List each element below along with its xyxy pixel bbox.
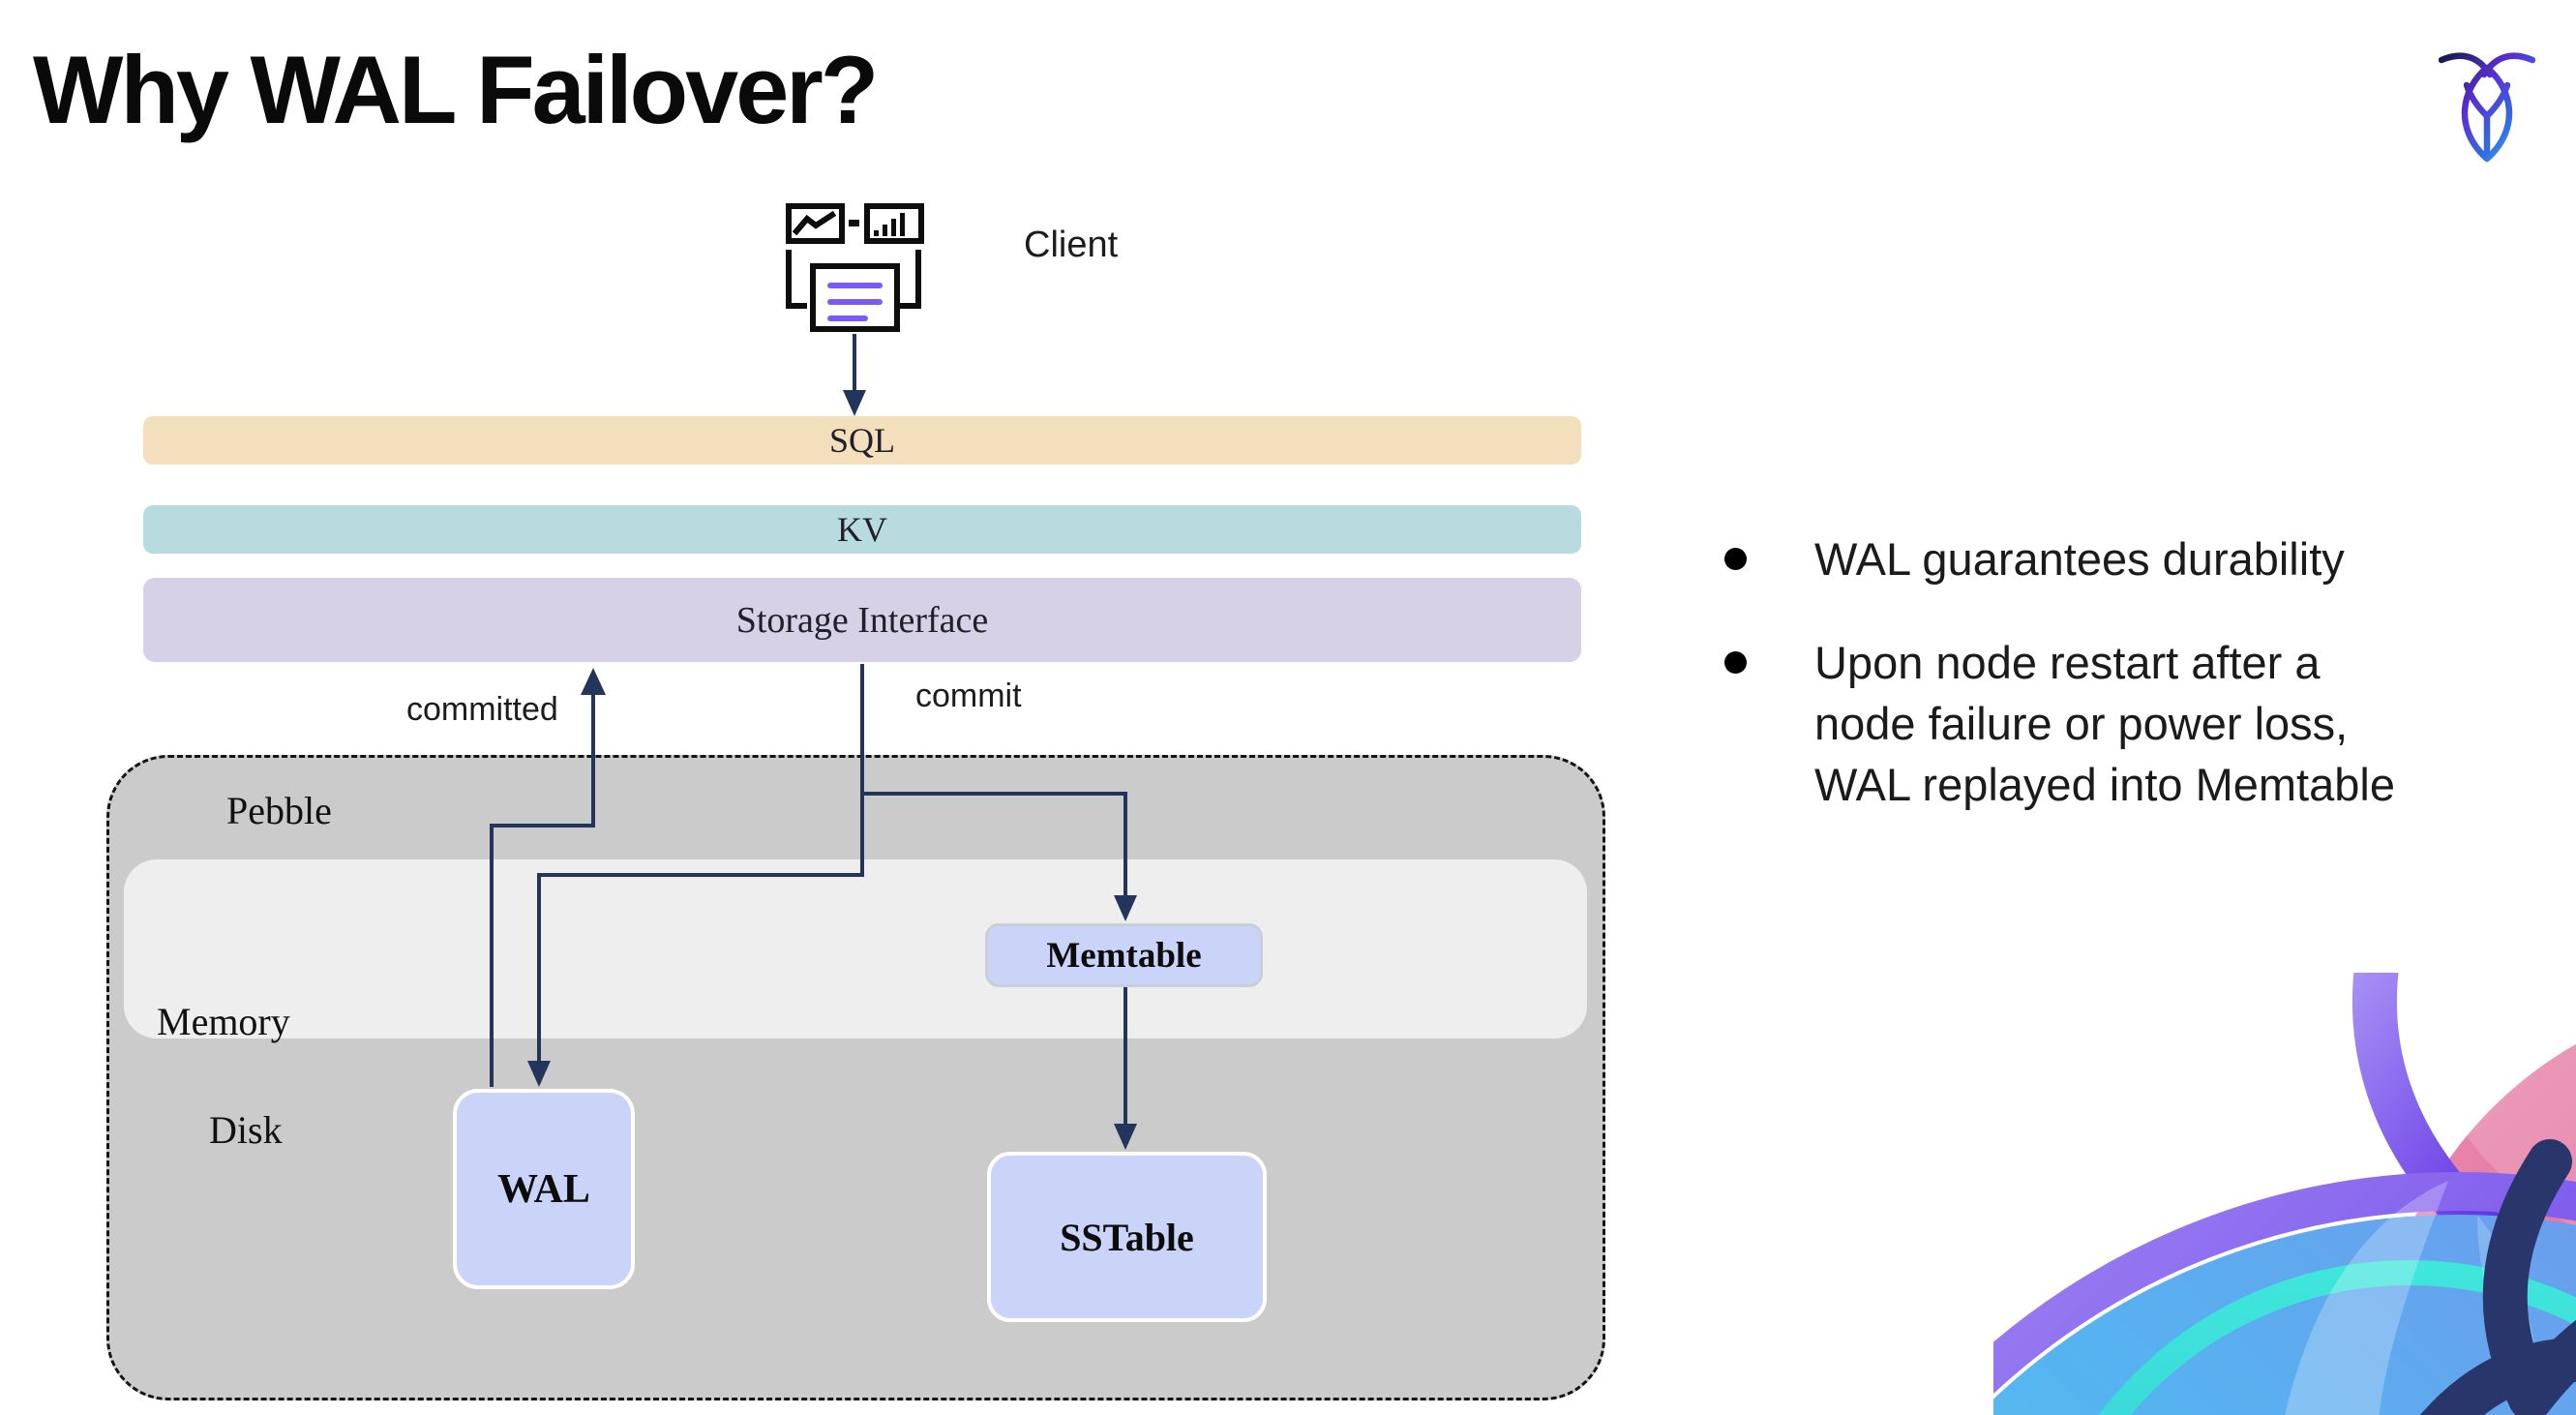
layer-sql-label: SQL [828, 421, 895, 460]
layer-storage-interface: Storage Interface [143, 578, 1581, 662]
page-title: Why WAL Failover? [33, 36, 879, 143]
doc-text-line [827, 283, 883, 288]
client-label: Client [1024, 225, 1119, 265]
bullet-list: WAL guarantees durability Upon node rest… [1699, 528, 2570, 858]
node-memtable: Memtable [985, 923, 1263, 987]
node-wal-label: WAL [497, 1166, 590, 1212]
document-icon [810, 263, 900, 332]
list-item: WAL guarantees durability [1699, 528, 2570, 589]
layer-sql: SQL [143, 416, 1581, 465]
list-item: Upon node restart after a node failure o… [1699, 632, 2570, 815]
edge-commit-memtable [862, 792, 1127, 896]
bar-chart-icon [864, 203, 924, 244]
layer-kv: KV [143, 505, 1581, 554]
pebble-label: Pebble [226, 789, 332, 832]
layer-storage-interface-label: Storage Interface [735, 599, 989, 641]
bracket-left-icon [786, 250, 807, 309]
line-chart-icon [786, 203, 845, 244]
memory-band [124, 859, 1587, 1039]
memory-label: Memory [157, 1000, 290, 1043]
bullet-dot-icon [1724, 651, 1747, 674]
cockroachdb-logo-icon [2439, 52, 2535, 163]
doc-text-line [827, 299, 883, 305]
edge-label-commit: commit [915, 677, 1022, 714]
corner-art-violet-band [2352, 973, 2576, 1321]
corner-brand-art [1993, 973, 2576, 1415]
doc-text-line [827, 316, 868, 321]
bracket-right-icon [900, 250, 921, 309]
node-memtable-label: Memtable [1046, 935, 1202, 976]
corner-art-teal-ring [2098, 1260, 2576, 1415]
edge-commit-sync-wal [537, 664, 864, 1062]
bullet-text: Upon node restart after a node failure o… [1814, 637, 2395, 810]
disk-label: Disk [209, 1108, 283, 1152]
bullet-dot-icon [1724, 548, 1747, 570]
edge-committed [490, 693, 595, 1087]
dash-icon [849, 220, 859, 226]
node-sstable-label: SSTable [1060, 1215, 1194, 1259]
corner-art-roach-body [2420, 1139, 2576, 1415]
node-wal: WAL [453, 1089, 635, 1289]
node-sstable: SSTable [987, 1152, 1267, 1322]
bullet-text: WAL guarantees durability [1814, 533, 2345, 585]
layer-kv-label: KV [837, 510, 887, 549]
edge-label-committed: committed [406, 691, 558, 728]
corner-art-violet-ring [1993, 1172, 2576, 1395]
